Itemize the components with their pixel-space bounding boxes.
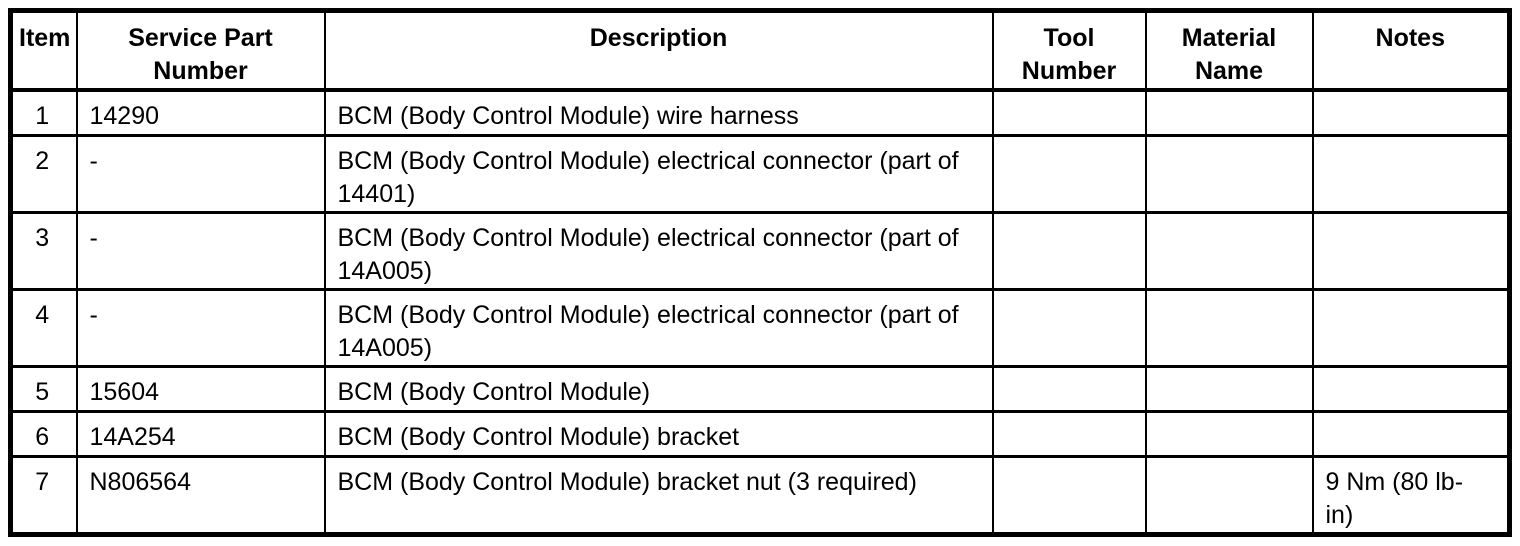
- cell-service-part-number: -: [75, 133, 325, 212]
- cell-tool-number: [991, 454, 1146, 534]
- header-row: Item Service Part Number Description Too…: [9, 10, 1510, 92]
- table-row: 3 - BCM (Body Control Module) electrical…: [9, 210, 1510, 289]
- cell-item: 7: [9, 454, 77, 534]
- table-row: 1 14290 BCM (Body Control Module) wire h…: [9, 88, 1510, 135]
- cell-tool-number: [991, 133, 1146, 212]
- col-header-item: Item: [9, 10, 77, 92]
- cell-material-name: [1144, 409, 1313, 456]
- cell-notes: [1311, 364, 1510, 411]
- cell-service-part-number: 14A254: [75, 409, 325, 456]
- cell-material-name: [1144, 133, 1313, 212]
- table-row: 2 - BCM (Body Control Module) electrical…: [9, 133, 1510, 212]
- cell-tool-number: [991, 409, 1146, 456]
- cell-description: BCM (Body Control Module) bracket: [323, 409, 993, 456]
- col-header-description: Description: [323, 10, 993, 92]
- parts-table: Item Service Part Number Description Too…: [8, 8, 1512, 537]
- cell-item: 5: [9, 364, 77, 411]
- cell-service-part-number: N806564: [75, 454, 325, 534]
- cell-notes: [1311, 133, 1510, 212]
- cell-tool-number: [991, 364, 1146, 411]
- cell-material-name: [1144, 454, 1313, 534]
- cell-service-part-number: 14290: [75, 88, 325, 135]
- col-header-material-name: Material Name: [1144, 10, 1313, 92]
- cell-notes: 9 Nm (80 lb-in): [1311, 454, 1510, 534]
- cell-item: 2: [9, 133, 77, 212]
- cell-item: 4: [9, 287, 77, 366]
- cell-tool-number: [991, 88, 1146, 135]
- cell-service-part-number: 15604: [75, 364, 325, 411]
- cell-description: BCM (Body Control Module) wire harness: [323, 88, 993, 135]
- cell-description: BCM (Body Control Module): [323, 364, 993, 411]
- cell-item: 3: [9, 210, 77, 289]
- cell-tool-number: [991, 287, 1146, 366]
- cell-notes: [1311, 409, 1510, 456]
- cell-item: 6: [9, 409, 77, 456]
- cell-description: BCM (Body Control Module) bracket nut (3…: [323, 454, 993, 534]
- table-row: 7 N806564 BCM (Body Control Module) brac…: [9, 454, 1510, 534]
- cell-description: BCM (Body Control Module) electrical con…: [323, 133, 993, 212]
- col-header-service-part-number: Service Part Number: [75, 10, 325, 92]
- cell-tool-number: [991, 210, 1146, 289]
- cell-notes: [1311, 287, 1510, 366]
- cell-material-name: [1144, 364, 1313, 411]
- cell-material-name: [1144, 210, 1313, 289]
- cell-service-part-number: -: [75, 210, 325, 289]
- cell-description: BCM (Body Control Module) electrical con…: [323, 287, 993, 366]
- cell-notes: [1311, 88, 1510, 135]
- table-row: 5 15604 BCM (Body Control Module): [9, 364, 1510, 411]
- col-header-notes: Notes: [1311, 10, 1510, 92]
- table-row: 6 14A254 BCM (Body Control Module) brack…: [9, 409, 1510, 456]
- col-header-tool-number: Tool Number: [991, 10, 1146, 92]
- cell-item: 1: [9, 88, 77, 135]
- cell-description: BCM (Body Control Module) electrical con…: [323, 210, 993, 289]
- cell-service-part-number: -: [75, 287, 325, 366]
- cell-material-name: [1144, 287, 1313, 366]
- cell-notes: [1311, 210, 1510, 289]
- table-row: 4 - BCM (Body Control Module) electrical…: [9, 287, 1510, 366]
- cell-material-name: [1144, 88, 1313, 135]
